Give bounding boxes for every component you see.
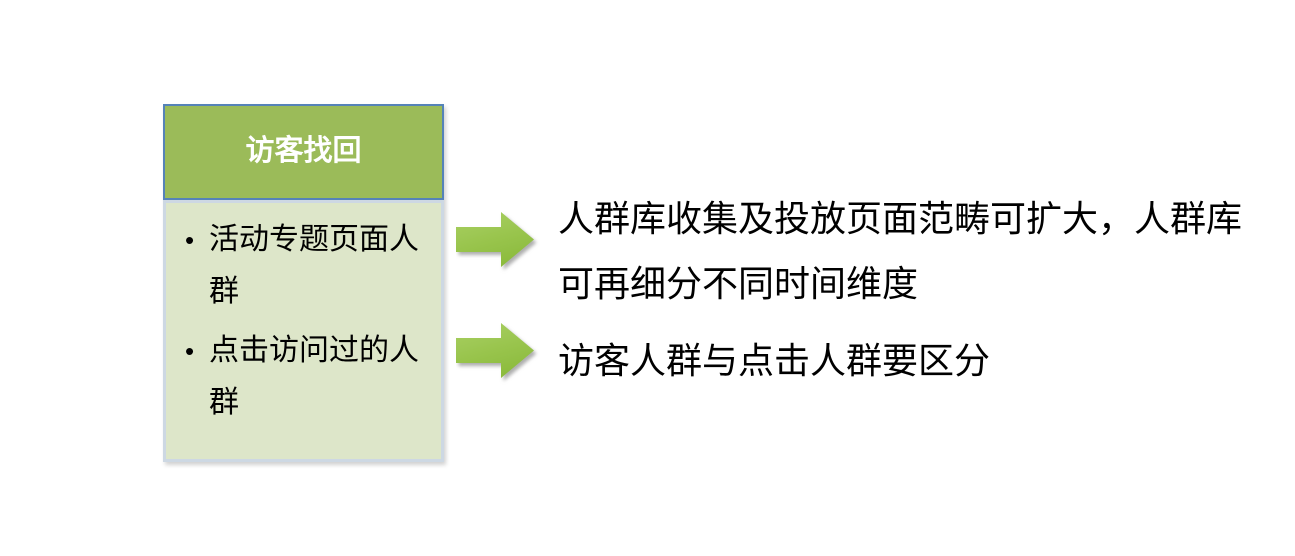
list-item-text: 点击访问过的人群 <box>209 334 419 419</box>
arrow-right-icon <box>456 212 534 267</box>
bullet-icon: • <box>185 336 195 366</box>
list-item: • 点击访问过的人群 <box>166 325 433 429</box>
card-title: 访客找回 <box>245 135 362 167</box>
note-text: 访客人群与点击人群要区分 <box>558 340 991 381</box>
list-item-text: 活动专题页面人群 <box>209 223 419 308</box>
card-body: • 活动专题页面人群 • 点击访问过的人群 <box>163 200 444 462</box>
visitor-recall-card: 访客找回 • 活动专题页面人群 • 点击访问过的人群 <box>163 104 444 462</box>
bullet-list: • 活动专题页面人群 • 点击访问过的人群 <box>166 214 433 429</box>
list-item: • 活动专题页面人群 <box>166 214 433 318</box>
note-text: 人群库收集及投放页面范畴可扩大，人群库可再细分不同时间维度 <box>558 198 1243 304</box>
bullet-icon: • <box>185 225 195 255</box>
card-header: 访客找回 <box>163 104 444 200</box>
arrow-right-icon <box>456 323 534 378</box>
